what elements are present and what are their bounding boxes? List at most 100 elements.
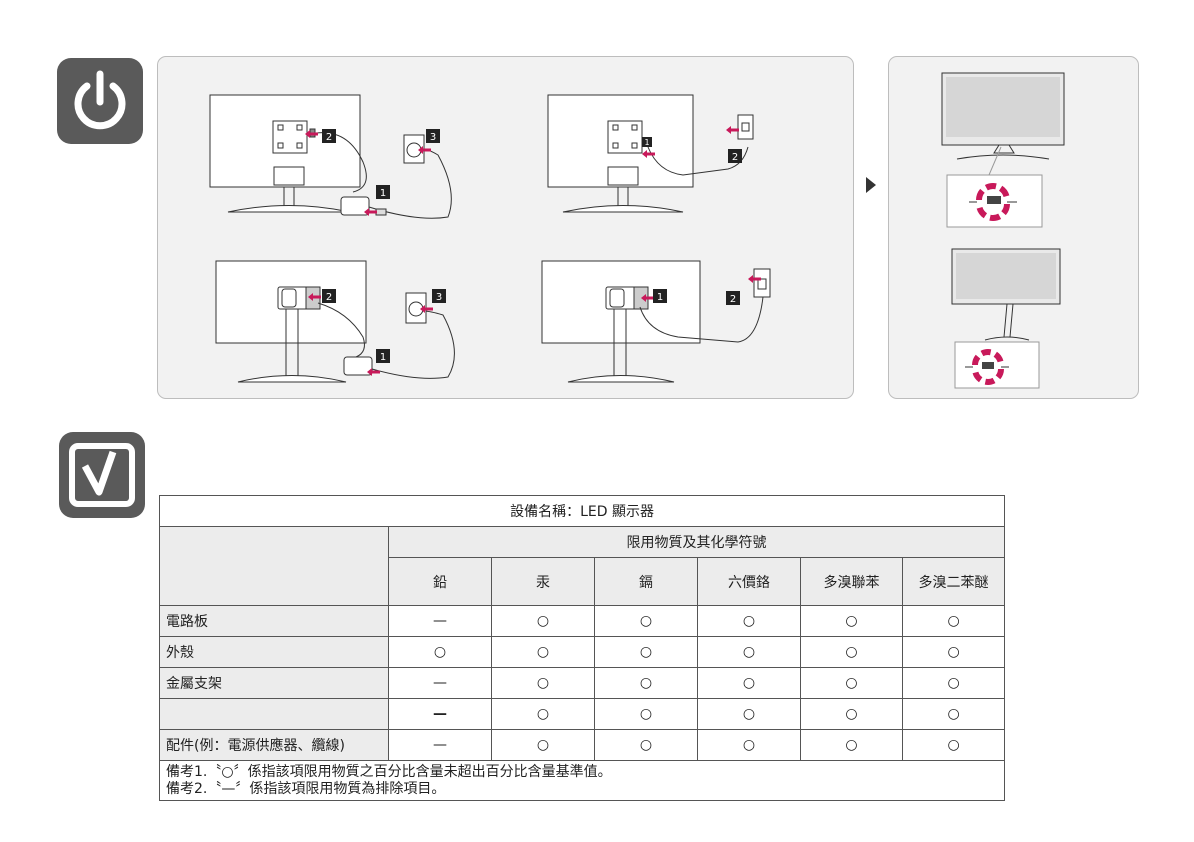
substance-value-cell: ○ <box>698 699 801 730</box>
compliant-mark: ○ <box>947 613 959 629</box>
table-notes: 備考1.〝○〞係指該項限用物質之百分比含量未超出百分比含量基準值。 備考2.〝—… <box>160 761 1005 801</box>
substance-header: 鉛 <box>389 558 492 606</box>
part-name-cell <box>160 699 389 730</box>
substance-value-cell: ○ <box>801 699 903 730</box>
part-name-cell: 金屬支架 <box>160 668 389 699</box>
substance-value-cell: ○ <box>595 730 698 761</box>
step-badge-bottom-right-1: 1 <box>653 289 667 303</box>
step-badge-top-left-3: 3 <box>426 129 440 143</box>
substance-value-cell: ○ <box>801 606 903 637</box>
compliant-mark: ○ <box>537 675 549 691</box>
part-name-cell: 外殼 <box>160 637 389 668</box>
compliant-mark: ○ <box>947 675 959 691</box>
excluded-mark: — <box>433 675 447 691</box>
substance-value-cell: ○ <box>801 730 903 761</box>
note-2: 備考2.〝—〞係指該項限用物質為排除項目。 <box>166 781 998 798</box>
substance-value-cell: ○ <box>698 730 801 761</box>
substance-value-cell: ○ <box>389 637 492 668</box>
table-title: 設備名稱：LED 顯示器 <box>160 496 1005 527</box>
svg-text:2: 2 <box>326 132 332 143</box>
substance-value-cell: ○ <box>698 606 801 637</box>
note-1: 備考1.〝○〞係指該項限用物質之百分比含量未超出百分比含量基準值。 <box>166 764 998 781</box>
table-row: 外殼 ○ ○ ○ ○ ○ ○ <box>160 637 1005 668</box>
group-header: 限用物質及其化學符號 <box>389 527 1005 558</box>
excluded-mark: — <box>433 737 447 753</box>
step-badge-top-right-1: 1 <box>642 137 652 147</box>
table-row: 金屬支架 — ○ ○ ○ ○ ○ <box>160 668 1005 699</box>
substance-value-cell: ○ <box>801 668 903 699</box>
substance-value-cell: ○ <box>492 730 595 761</box>
table-row: —○○○○○ <box>160 699 1005 730</box>
compliant-mark: ○ <box>845 737 857 753</box>
substance-value-cell: ○ <box>492 637 595 668</box>
compliant-mark: ○ <box>845 613 857 629</box>
compliant-mark: ○ <box>947 706 959 722</box>
substance-header: 多溴二苯醚 <box>903 558 1005 606</box>
power-button-panel <box>888 56 1139 399</box>
power-button-diagrams <box>889 57 1138 398</box>
compliant-mark: ○ <box>743 644 755 660</box>
svg-text:1: 1 <box>380 188 386 199</box>
excluded-mark: — <box>433 706 447 722</box>
svg-text:1: 1 <box>380 352 386 363</box>
step-badge-top-left-2: 2 <box>322 129 336 143</box>
substance-value-cell: ○ <box>801 637 903 668</box>
substance-header: 多溴聯苯 <box>801 558 903 606</box>
substance-value-cell: ○ <box>903 606 1005 637</box>
step-badge-top-right-2: 2 <box>728 149 742 163</box>
substance-value-cell: — <box>389 606 492 637</box>
compliant-mark: ○ <box>743 613 755 629</box>
svg-text:2: 2 <box>732 152 738 163</box>
compliant-mark: ○ <box>537 737 549 753</box>
substance-value-cell: ○ <box>595 699 698 730</box>
compliant-mark: ○ <box>640 737 652 753</box>
compliant-mark: ○ <box>434 644 446 660</box>
power-icon-box <box>57 58 143 144</box>
substance-value-cell: ○ <box>492 668 595 699</box>
substance-header: 六價鉻 <box>698 558 801 606</box>
compliant-mark: ○ <box>640 613 652 629</box>
substance-value-cell: — <box>389 668 492 699</box>
step-badge-bottom-right-2: 2 <box>726 291 740 305</box>
compliant-mark: ○ <box>537 644 549 660</box>
compliant-mark: ○ <box>743 706 755 722</box>
compliant-mark: ○ <box>743 737 755 753</box>
step-badge-bottom-left-3: 3 <box>432 289 446 303</box>
svg-text:2: 2 <box>730 294 736 305</box>
substance-value-cell: ○ <box>492 699 595 730</box>
svg-text:3: 3 <box>436 292 442 303</box>
compliant-mark: ○ <box>640 675 652 691</box>
compliant-mark: ○ <box>845 644 857 660</box>
substance-value-cell: ○ <box>492 606 595 637</box>
svg-text:1: 1 <box>657 292 663 303</box>
substance-value-cell: ○ <box>595 668 698 699</box>
part-name-cell: 配件(例：電源供應器、纜線) <box>160 730 389 761</box>
substance-value-cell: ○ <box>698 668 801 699</box>
excluded-mark: — <box>433 613 447 629</box>
compliant-mark: ○ <box>845 706 857 722</box>
step-badge-bottom-left-1: 1 <box>376 349 390 363</box>
substance-value-cell: ○ <box>903 668 1005 699</box>
checkmark-icon <box>59 432 145 518</box>
step-badge-top-left-1: 1 <box>376 185 390 199</box>
substance-value-cell: ○ <box>903 637 1005 668</box>
table-row: 電路板 — ○ ○ ○ ○ ○ <box>160 606 1005 637</box>
substance-header: 鎘 <box>595 558 698 606</box>
diagram-top-left <box>210 95 451 218</box>
compliant-mark: ○ <box>743 675 755 691</box>
substance-header: 汞 <box>492 558 595 606</box>
monitor-top <box>942 73 1064 227</box>
compliant-mark: ○ <box>640 644 652 660</box>
part-name-cell: 電路板 <box>160 606 389 637</box>
substance-value-cell: — <box>389 730 492 761</box>
substance-value-cell: ○ <box>595 606 698 637</box>
step-badge-bottom-left-2: 2 <box>322 289 336 303</box>
compliant-mark: ○ <box>845 675 857 691</box>
compliant-mark: ○ <box>537 613 549 629</box>
checkmark-icon-box <box>59 432 145 518</box>
diagram-bottom-left <box>216 261 454 382</box>
table-corner-cell <box>160 527 389 606</box>
substance-value-cell: ○ <box>595 637 698 668</box>
compliant-mark: ○ <box>947 644 959 660</box>
connection-diagram-panel: 1 2 3 1 2 <box>157 56 854 399</box>
